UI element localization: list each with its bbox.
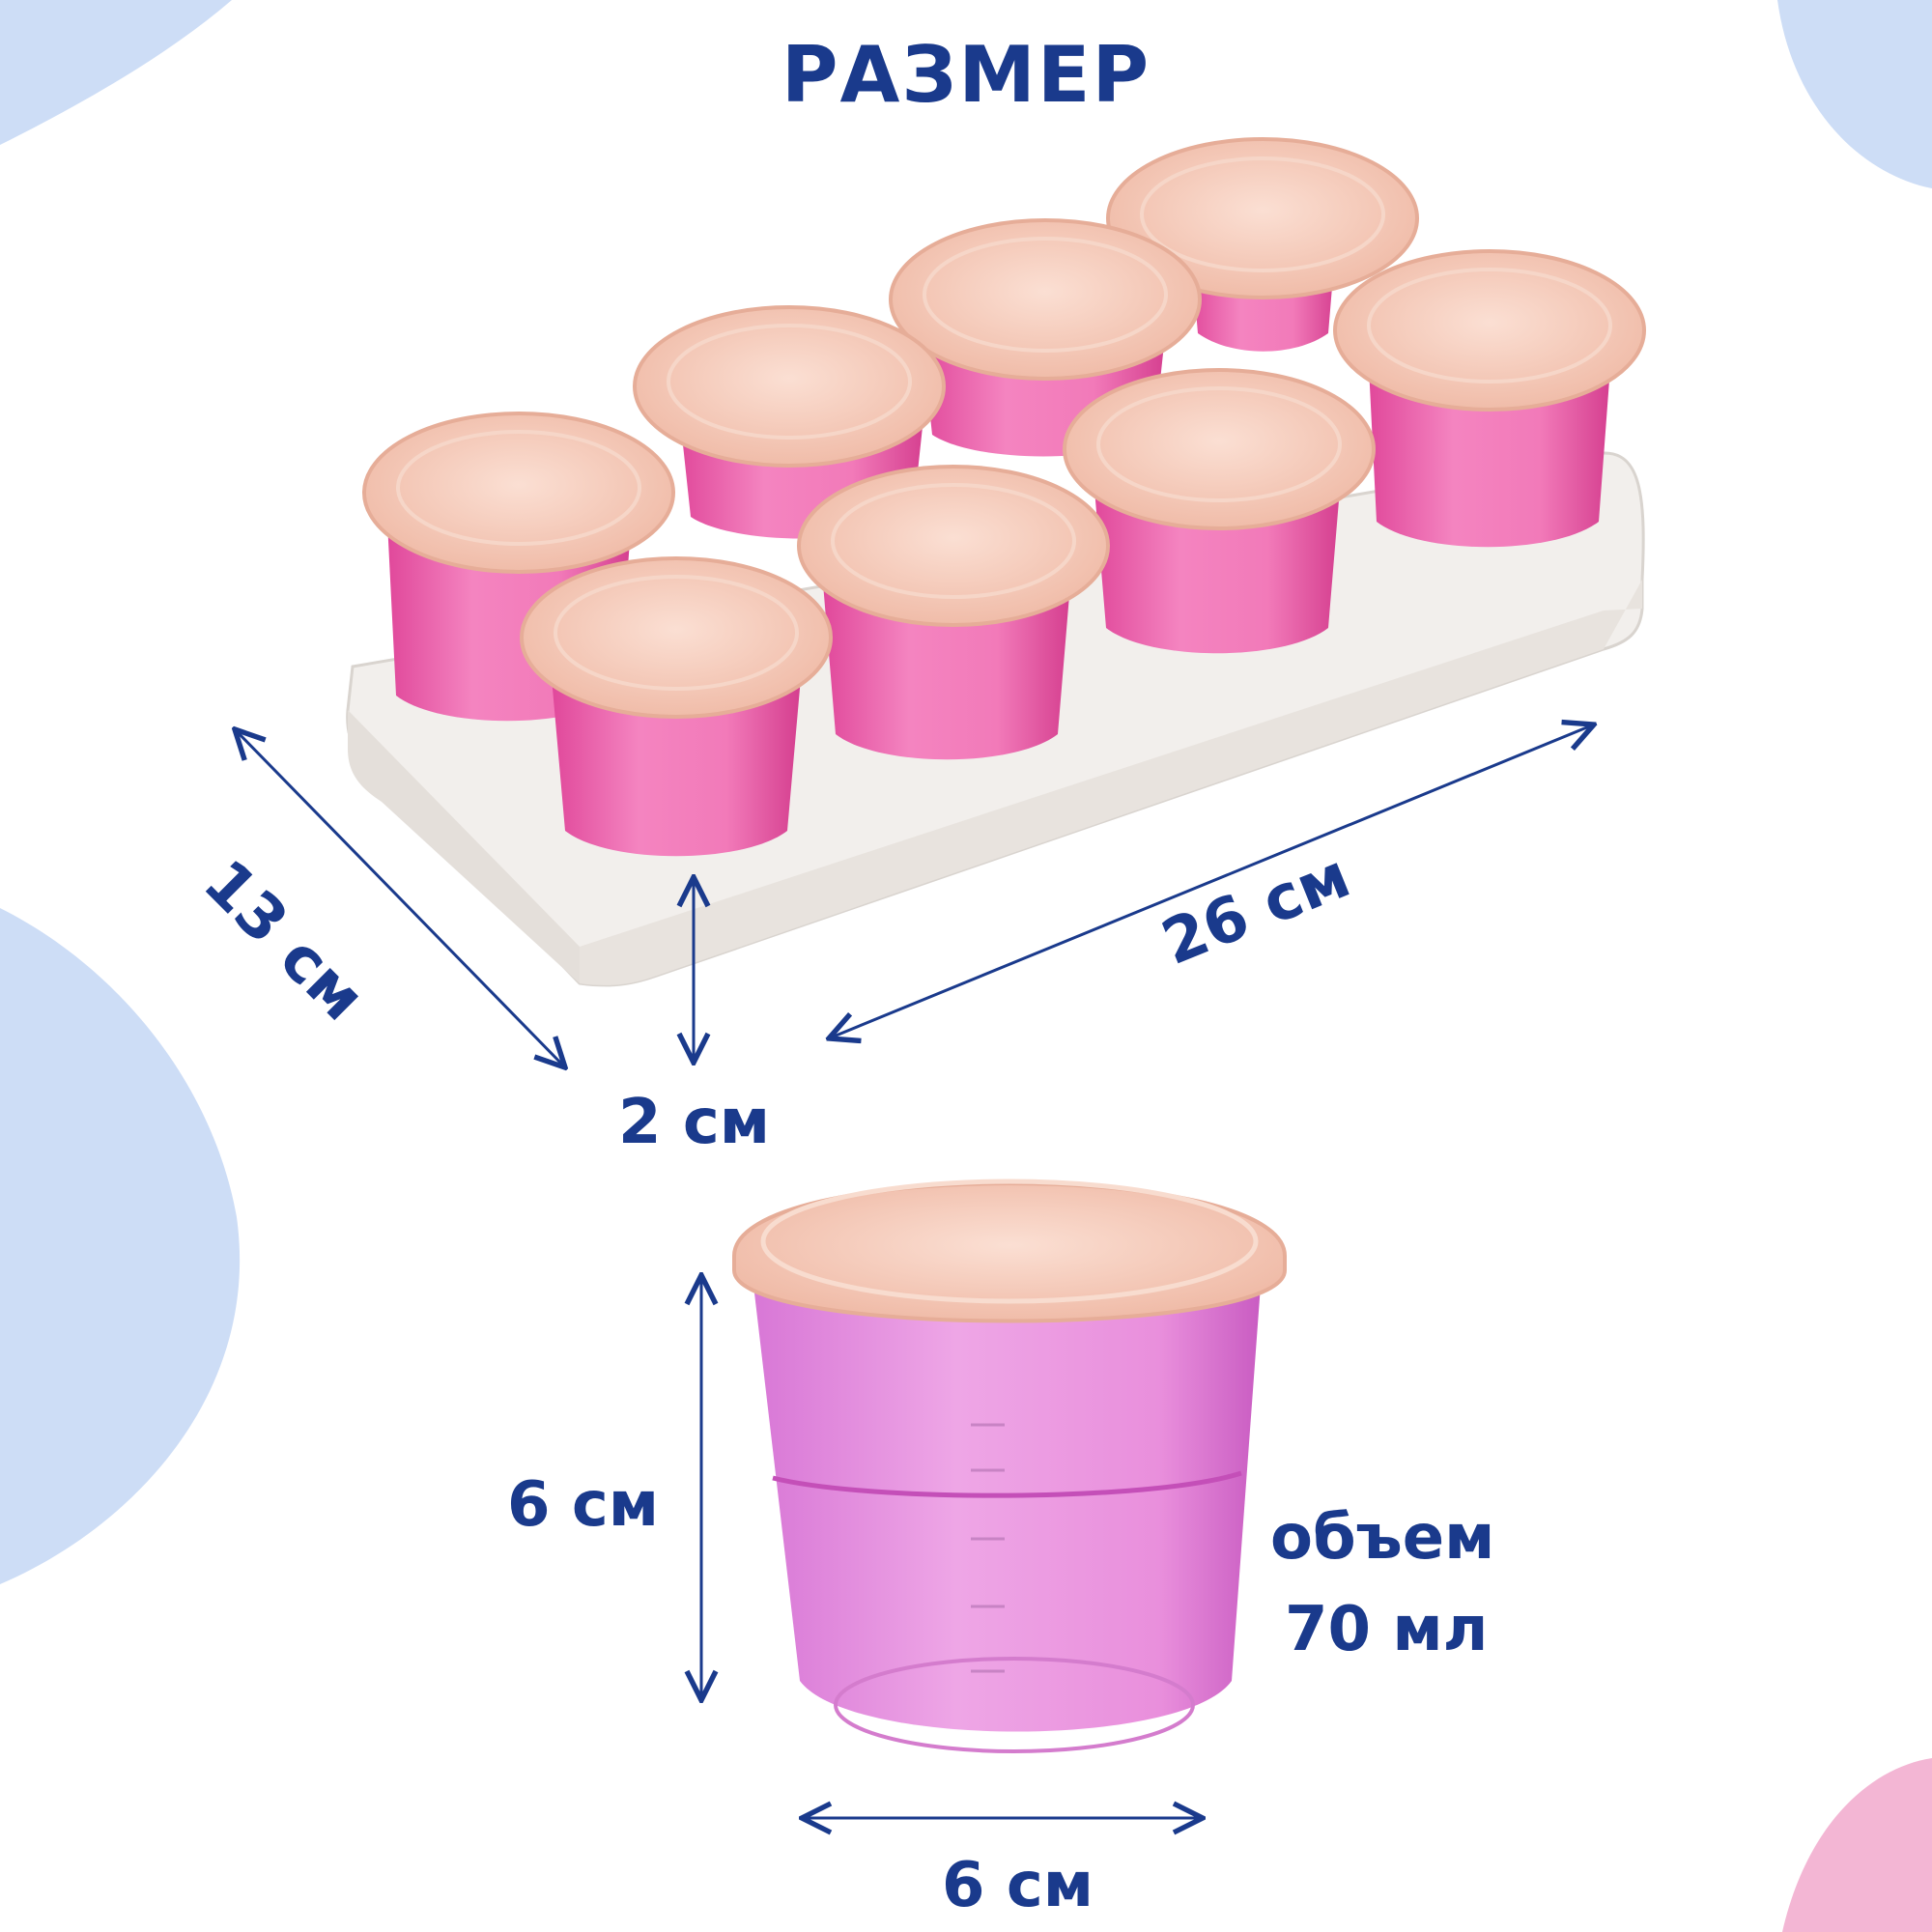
small-cup-1 — [1106, 137, 1419, 352]
bg-blob-left — [0, 908, 241, 1584]
cup-width-label: 6 см — [942, 1850, 1094, 1921]
bg-blob-top-left — [0, 0, 232, 145]
tray-width-arrow — [829, 724, 1594, 1038]
bg-blob-bottom-right — [1782, 1758, 1932, 1932]
bg-blob-top-right — [1777, 0, 1932, 188]
volume-label-line1: объем — [1270, 1502, 1495, 1574]
page-title: РАЗМЕР — [781, 30, 1151, 120]
large-cup — [732, 1179, 1287, 1753]
small-cup-7 — [797, 465, 1110, 760]
tray-height-label: 2 см — [618, 1087, 771, 1158]
small-cup-5 — [1063, 368, 1376, 654]
volume-label-line2: 70 мл — [1285, 1594, 1489, 1665]
small-cup-4 — [1333, 249, 1646, 548]
cup-height-label: 6 см — [507, 1469, 660, 1541]
tray-depth-arrow — [235, 729, 565, 1067]
small-cup-8 — [520, 556, 833, 857]
